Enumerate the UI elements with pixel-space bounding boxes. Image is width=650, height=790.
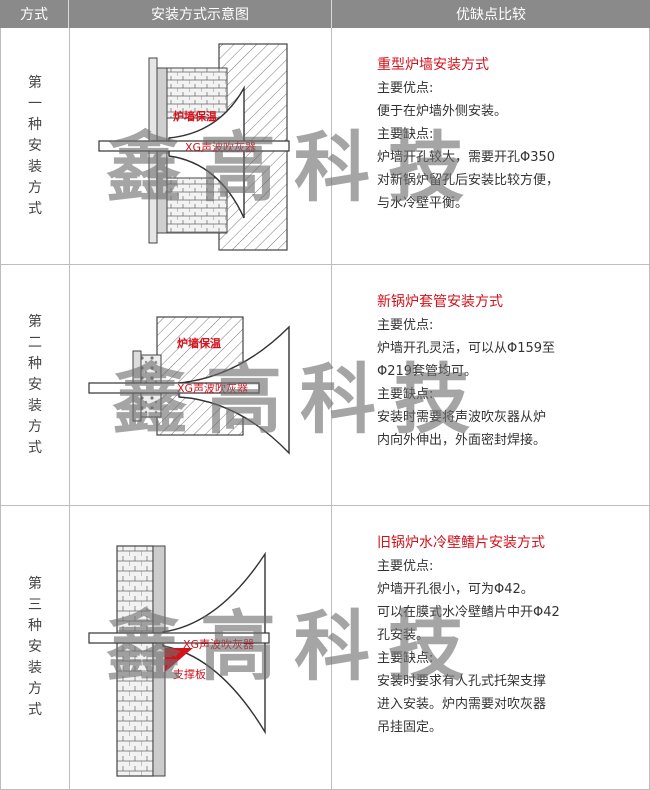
device-label: XG声波吹灰器	[177, 382, 249, 395]
method-title: 旧锅炉水冷壁鳍片安装方式	[377, 535, 545, 551]
line-5: 主要缺点:	[377, 651, 434, 666]
line-6: 内向外伸出，外面密封焊接。	[377, 433, 547, 448]
line-1: 主要优点:	[377, 559, 434, 574]
line-6: 与水冷壁平衡。	[377, 196, 469, 211]
diagram-cell: 炉墙保温 XG声波吹灰器	[69, 265, 332, 505]
line-3: Φ219套管均可。	[377, 364, 478, 379]
line-3: 主要缺点:	[377, 127, 434, 142]
line-8: 吊挂固定。	[377, 720, 443, 735]
line-4: 炉墙开孔较大，需要开孔Φ350	[377, 150, 556, 165]
line-2: 炉墙开孔灵活，可以从Φ159至	[377, 341, 556, 356]
line-4: 主要缺点:	[377, 387, 434, 402]
line-1: 主要优点:	[377, 318, 434, 333]
comparison-cell: 重型炉墙安装方式 主要优点: 便于在炉墙外侧安装。 主要缺点: 炉墙开孔较大，需…	[332, 28, 650, 264]
method-cell: 第三种安装方式	[0, 506, 70, 789]
table-row: 第二种安装方式 炉墙保温 XG声波吹	[0, 265, 650, 506]
device-label: XG声波吹灰器	[183, 638, 255, 651]
sleeve-install-diagram	[88, 316, 290, 455]
table-row: 第一种安装方式	[0, 28, 650, 265]
line-5: 对新锅炉留孔后安装比较方便，	[377, 173, 560, 188]
header-comparison: 优缺点比较	[332, 0, 650, 28]
heavy-wall-install-diagram	[98, 43, 290, 251]
header-method: 方式	[0, 0, 69, 28]
line-7: 进入安装。炉内需要对吹灰器	[377, 697, 547, 712]
diagram-cell: 炉墙保温 XG声波吹灰器	[69, 28, 332, 264]
fin-install-diagram	[88, 545, 270, 777]
device-label: XG声波吹灰器	[185, 141, 257, 154]
header-diagram: 安装方式示意图	[69, 0, 332, 28]
method-label: 第三种安装方式	[28, 576, 42, 718]
table-row: 第三种安装方式 XG声波吹灰器 支撑板 旧锅炉水冷壁鳍片	[0, 506, 650, 790]
wall-insulation-label: 炉墙保温	[177, 337, 221, 350]
line-6: 安装时要求有人孔式托架支撑	[377, 674, 547, 689]
line-4: 孔安装。	[377, 628, 430, 643]
wall-insulation-label: 炉墙保温	[173, 110, 217, 123]
line-2: 炉墙开孔很小，可为Φ42。	[377, 582, 534, 597]
line-1: 主要优点:	[377, 81, 434, 96]
method-title: 新锅炉套管安装方式	[377, 294, 503, 310]
method-label: 第一种安装方式	[28, 74, 42, 217]
comparison-cell: 旧锅炉水冷壁鳍片安装方式 主要优点: 炉墙开孔很小，可为Φ42。 可以在膜式水冷…	[332, 506, 650, 789]
diagram-cell: XG声波吹灰器 支撑板	[69, 506, 332, 789]
comparison-cell: 新锅炉套管安装方式 主要优点: 炉墙开孔灵活，可以从Φ159至 Φ219套管均可…	[332, 265, 650, 505]
support-plate-label: 支撑板	[173, 668, 206, 681]
method-cell: 第一种安装方式	[0, 28, 70, 264]
method-label: 第二种安装方式	[28, 313, 42, 456]
line-3: 可以在膜式水冷壁鳍片中开Φ42	[377, 605, 560, 620]
line-2: 便于在炉墙外侧安装。	[377, 104, 508, 119]
method-cell: 第二种安装方式	[0, 265, 70, 505]
method-title: 重型炉墙安装方式	[377, 57, 489, 73]
line-5: 安装时需要将声波吹灰器从炉	[377, 410, 547, 425]
